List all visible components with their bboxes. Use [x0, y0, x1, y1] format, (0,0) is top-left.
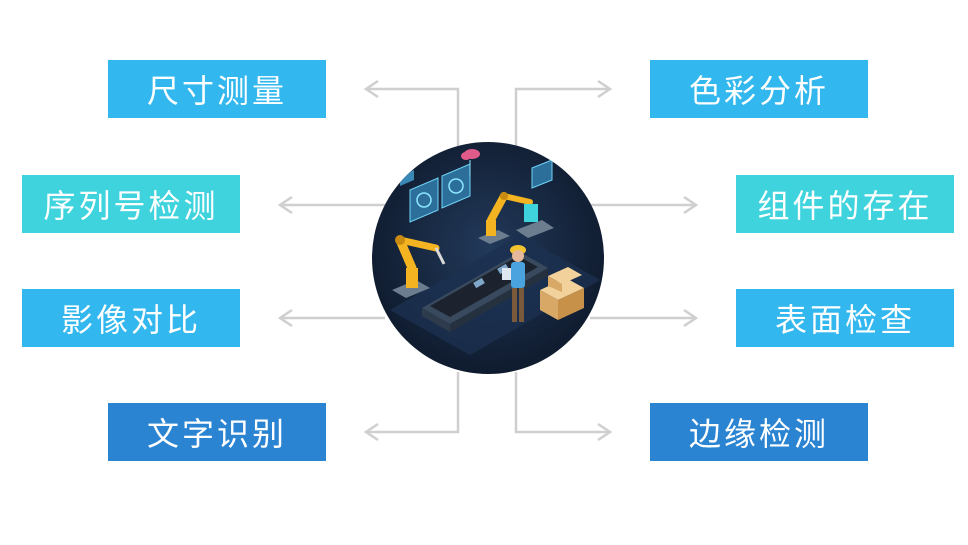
size-measurement-box: 尺寸测量 — [108, 60, 326, 118]
edge-detection-box: 边缘检测 — [650, 403, 868, 461]
color-analysis-label: 色彩分析 — [688, 72, 829, 110]
surface-inspection-box: 表面检查 — [736, 289, 954, 347]
arrowhead-color-analysis — [597, 79, 613, 99]
worker-with-tablet-icon — [502, 245, 526, 322]
arrowhead-surface-inspection — [683, 308, 699, 328]
edge-detection-label: 边缘检测 — [688, 415, 829, 453]
connector-size-measurement — [368, 87, 460, 150]
connector-text-recognition — [368, 372, 460, 434]
serial-detection-label: 序列号检测 — [43, 187, 219, 225]
arrowhead-size-measurement — [363, 79, 379, 99]
arrowhead-image-comparison — [277, 308, 293, 328]
factory-hub-illustration — [372, 142, 604, 374]
image-comparison-label: 影像对比 — [60, 301, 201, 339]
arrowhead-serial-detection — [277, 195, 293, 215]
component-presence-box: 组件的存在 — [736, 175, 954, 233]
size-measurement-label: 尺寸测量 — [146, 72, 287, 110]
arrowhead-edge-detection — [597, 422, 613, 442]
image-comparison-box: 影像对比 — [22, 289, 240, 347]
connector-edge-detection — [514, 372, 608, 434]
arrowhead-component-presence — [683, 195, 699, 215]
arrowhead-text-recognition — [363, 422, 379, 442]
stacked-boxes-icon — [540, 267, 584, 320]
robot-arm-icon-2 — [478, 192, 554, 244]
component-presence-label: 组件的存在 — [757, 187, 933, 225]
robot-arm-icon — [392, 235, 446, 298]
surface-inspection-label: 表面检查 — [774, 301, 915, 339]
text-recognition-label: 文字识别 — [146, 415, 287, 453]
serial-detection-box: 序列号检测 — [22, 175, 240, 233]
connector-color-analysis — [514, 87, 608, 150]
color-analysis-box: 色彩分析 — [650, 60, 868, 118]
monitor-screens-icon — [400, 159, 553, 223]
text-recognition-box: 文字识别 — [108, 403, 326, 461]
cloud-icon — [461, 149, 480, 176]
